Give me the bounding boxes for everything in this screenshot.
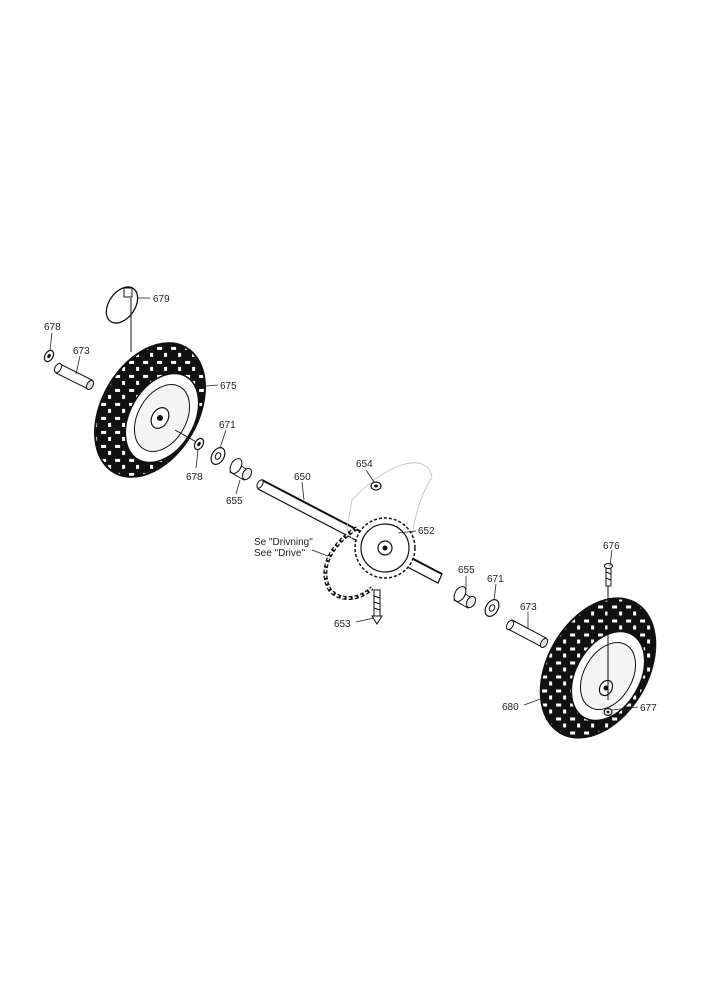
bolt-653 xyxy=(371,589,383,625)
label-655-right: 655 xyxy=(458,565,475,576)
label-675: 675 xyxy=(220,381,237,392)
label-673-left: 673 xyxy=(73,346,90,357)
nut-677 xyxy=(603,707,613,717)
clip-678-left-top xyxy=(43,349,55,363)
screw-676 xyxy=(604,563,613,700)
drive-chain xyxy=(323,526,374,600)
label-671-right: 671 xyxy=(487,574,504,585)
right-wheel-680 xyxy=(539,597,657,739)
leader-lines xyxy=(49,297,639,711)
nut-654 xyxy=(370,481,382,491)
sprocket-652 xyxy=(354,517,416,579)
label-650: 650 xyxy=(294,472,311,483)
clip-678-left-bottom xyxy=(193,437,205,451)
label-654: 654 xyxy=(356,459,373,470)
label-671-left: 671 xyxy=(219,420,236,431)
bushing-655-left xyxy=(229,458,253,481)
label-679: 679 xyxy=(153,294,170,305)
washer-671-left xyxy=(210,447,226,465)
label-678-top: 678 xyxy=(44,322,61,333)
left-wheel-675 xyxy=(94,342,206,478)
label-655-left: 655 xyxy=(226,496,243,507)
lynch-pin-679 xyxy=(105,286,139,352)
label-680: 680 xyxy=(502,702,519,713)
washer-671-right xyxy=(484,599,500,617)
label-653: 653 xyxy=(334,619,351,630)
label-652: 652 xyxy=(418,526,435,537)
label-676: 676 xyxy=(603,541,620,552)
part-labels: 679 678 673 675 671 678 655 650 654 652 … xyxy=(44,294,657,714)
see-drive-en: See "Drive" xyxy=(254,548,305,559)
spacer-673-left xyxy=(53,362,95,391)
label-678-bottom: 678 xyxy=(186,472,203,483)
label-677: 677 xyxy=(640,703,657,714)
bushing-655-right xyxy=(453,586,477,609)
see-drive-sv: Se "Drivning" xyxy=(254,537,313,548)
label-673-right: 673 xyxy=(520,602,537,613)
spacer-673-right xyxy=(505,619,549,649)
